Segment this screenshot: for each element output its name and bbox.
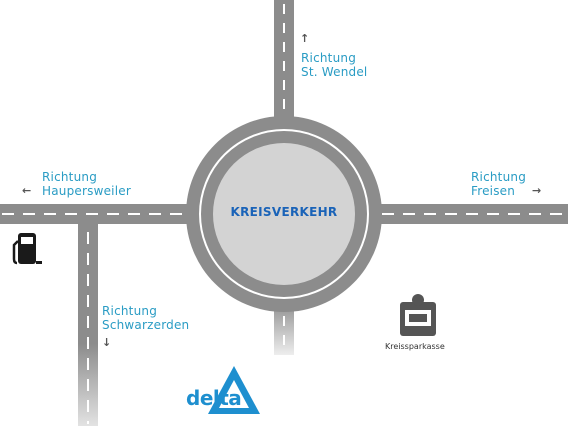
direction-south-line1: Richtung [102, 304, 158, 318]
arrow-up-icon: ↑ [300, 32, 310, 45]
direction-west-line1: Richtung [42, 170, 98, 184]
roundabout-label: KREISVERKEHR [230, 205, 338, 219]
direction-north: Richtung St. Wendel [301, 51, 367, 79]
road-north [274, 0, 294, 120]
direction-west: Richtung Haupersweiler [42, 170, 131, 198]
direction-east-line1: Richtung [471, 170, 527, 184]
roundabout-center-island [213, 143, 355, 285]
delta-triangle-logo [208, 366, 260, 414]
direction-north-line2: St. Wendel [301, 65, 368, 79]
direction-south: Richtung Schwarzerden [102, 304, 189, 332]
sparkasse-label: Kreissparkasse [385, 342, 445, 351]
delta-label: delta [186, 386, 242, 410]
roundabout-lane-line [199, 129, 369, 299]
arrow-left-icon: ← [22, 184, 32, 197]
fuel-pump-icon [12, 233, 42, 265]
sparkasse-s-icon [400, 294, 436, 336]
direction-east: Richtung Freisen [471, 170, 526, 198]
direction-south-line2: Schwarzerden [102, 318, 190, 332]
road-south [274, 300, 294, 355]
direction-west-line2: Haupersweiler [42, 184, 131, 198]
direction-east-line2: Freisen [471, 184, 516, 198]
arrow-down-icon: ↓ [102, 336, 112, 349]
arrow-right-icon: → [532, 184, 542, 197]
direction-north-line1: Richtung [301, 51, 357, 65]
